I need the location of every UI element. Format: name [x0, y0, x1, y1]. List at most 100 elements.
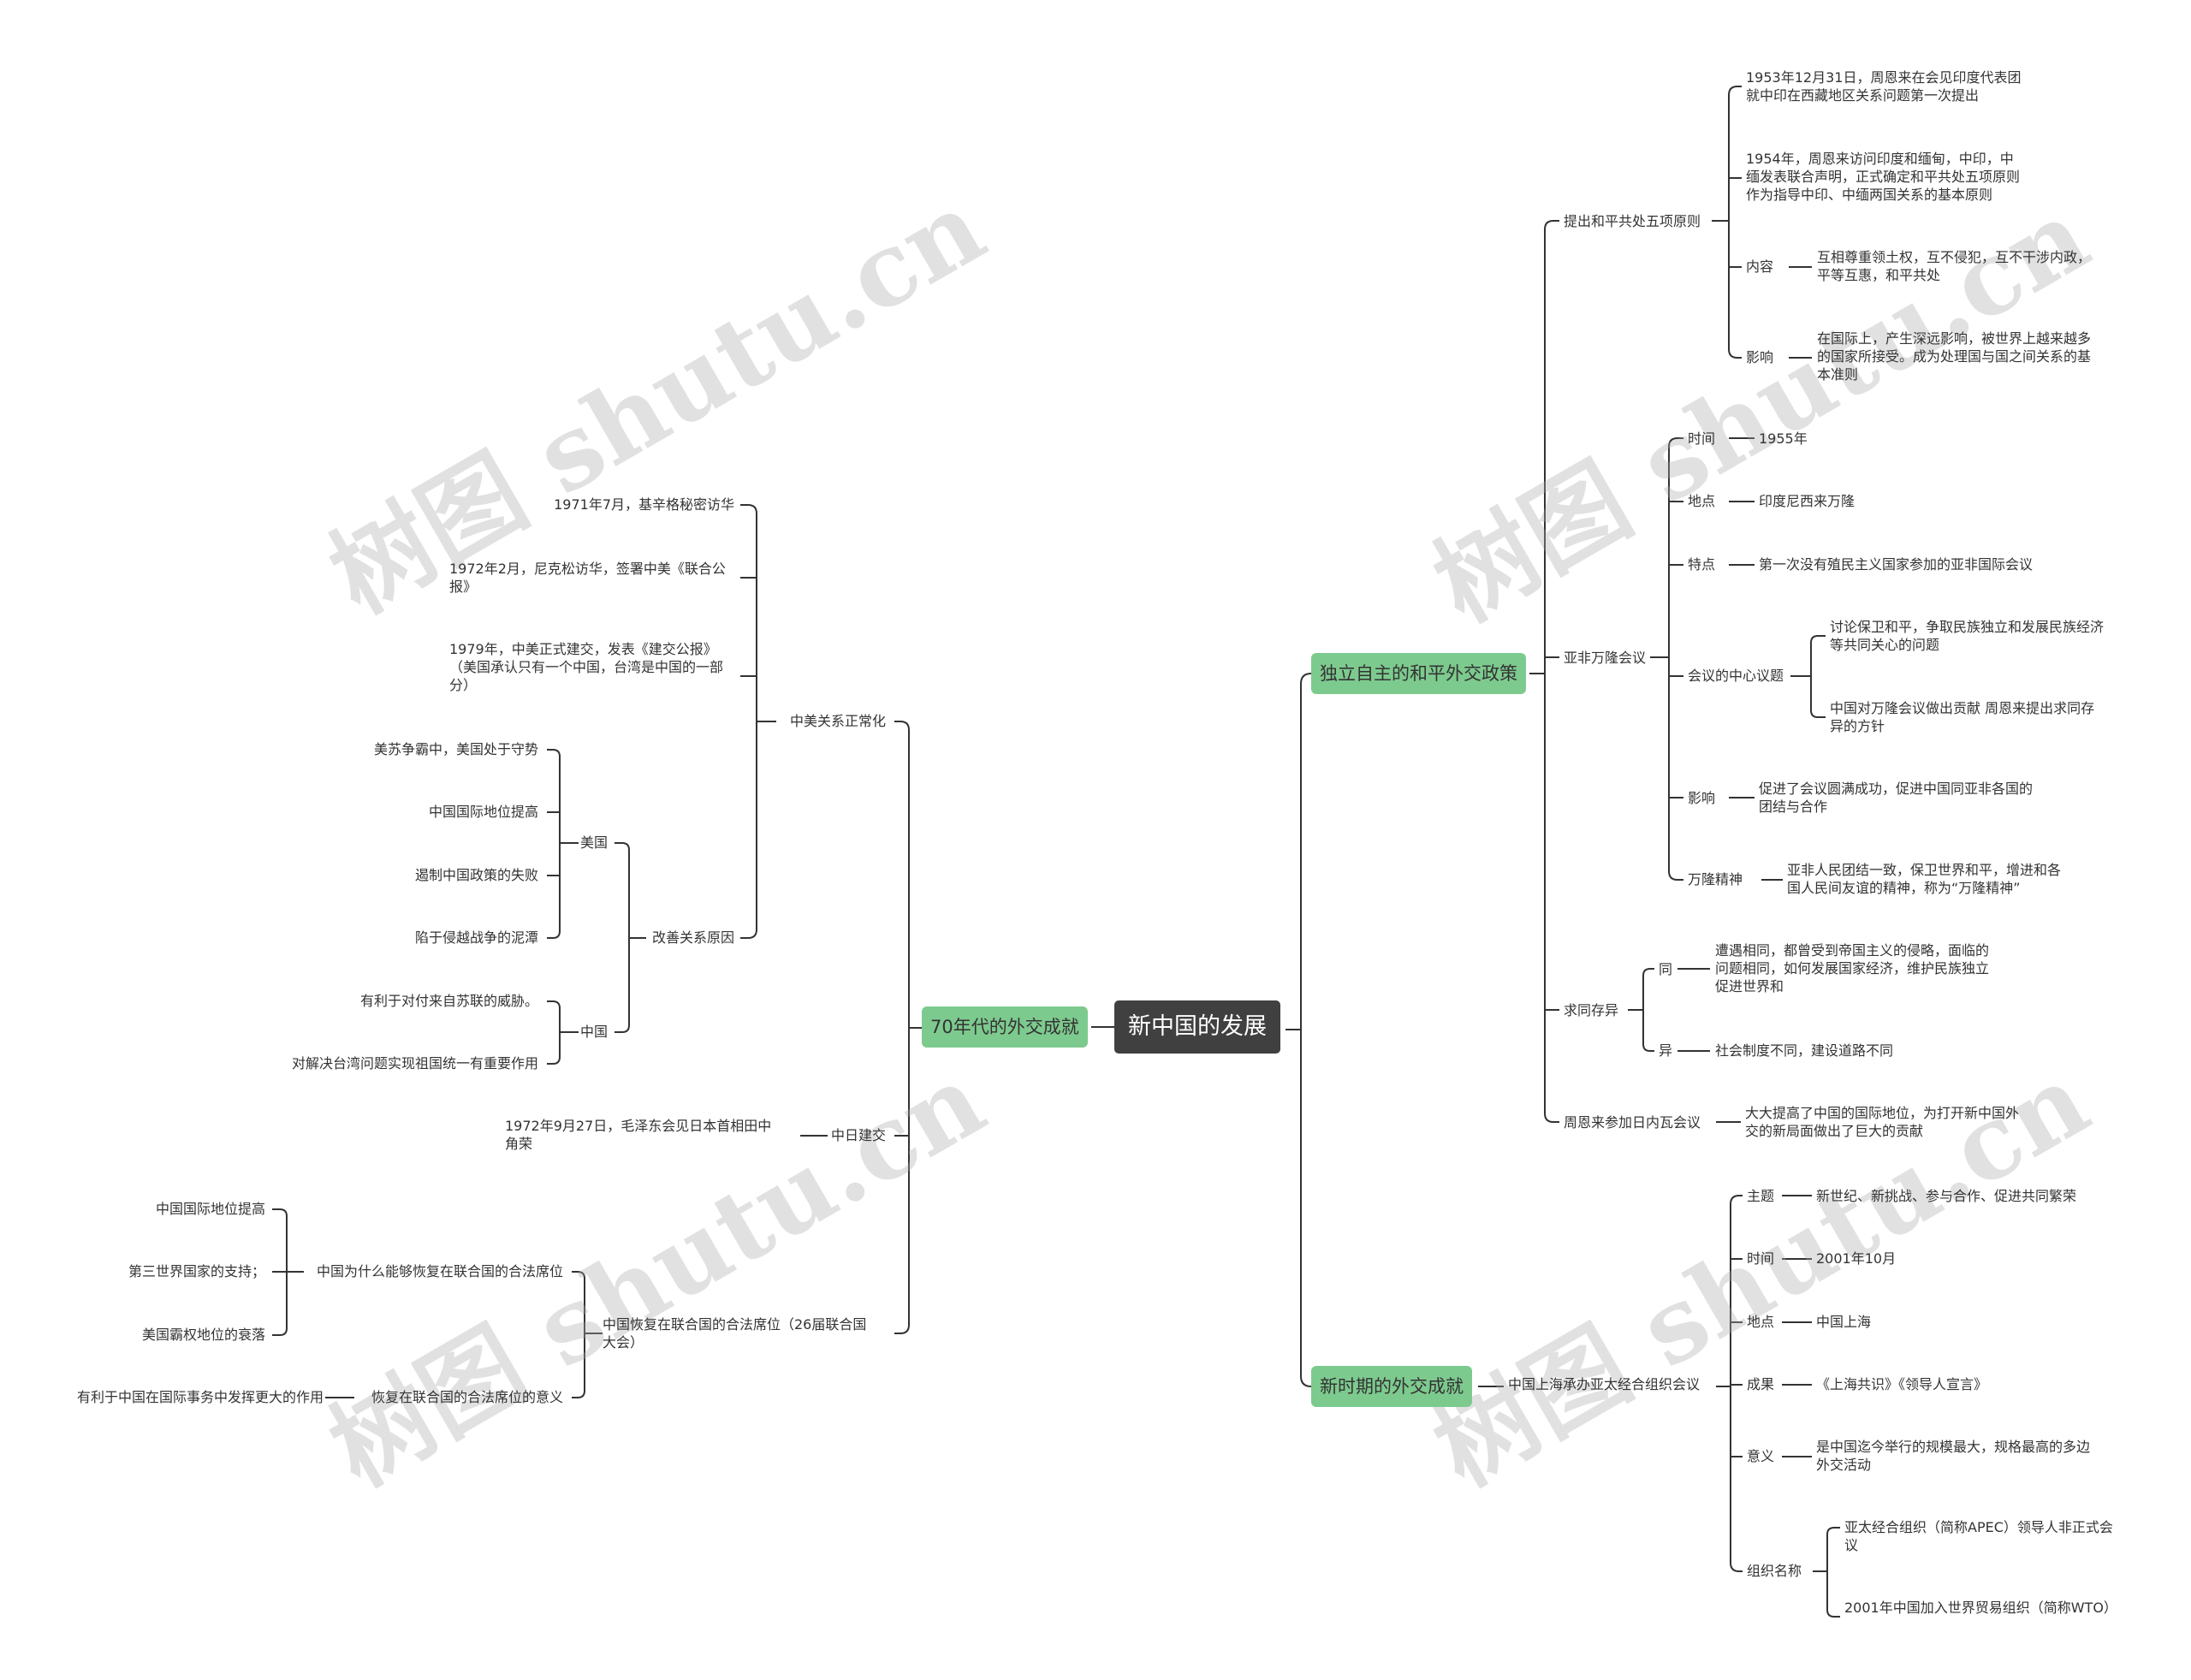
connector-line: [894, 1324, 910, 1334]
connector-line: [547, 1056, 561, 1065]
connector-line: [615, 842, 630, 851]
node-1979[interactable]: 1979年，中美正式建交，发表《建交公报》 （美国承认只有一个中国，台湾是中国的…: [449, 641, 724, 693]
node-un-why[interactable]: 中国为什么能够恢复在联合国的合法席位: [316, 1263, 563, 1279]
connector-line: [1728, 348, 1742, 359]
node-un-why-3[interactable]: 美国霸权地位的衰落: [141, 1327, 265, 1343]
node-apec-place-label[interactable]: 地点: [1747, 1314, 1775, 1330]
node-usa-1[interactable]: 美苏争霸中，美国处于守势: [373, 741, 538, 757]
node-bandung-influence-label[interactable]: 影响: [1688, 790, 1716, 806]
connector-line: [1642, 968, 1654, 977]
node-apec-meaning[interactable]: 是中国迄今举行的规模最大，规格最高的多边 外交活动: [1816, 1439, 2091, 1473]
node-bandung-spirit-label[interactable]: 万隆精神: [1688, 871, 1743, 887]
connector-line: [1668, 437, 1683, 448]
node-1971[interactable]: 1971年7月，基辛格秘密访华: [554, 496, 734, 513]
node-bandung-influence[interactable]: 促进了会议圆满成功，促进中国同亚非各国的 团结与合作: [1759, 781, 2034, 815]
connector-line: [547, 1000, 561, 1009]
node-seek-common[interactable]: 求同存异: [1564, 1002, 1619, 1018]
node-1953[interactable]: 1953年12月31日，周恩来在会见印度代表团 就中印在西藏地区关系问题第一次提…: [1746, 69, 2022, 104]
node-usa-4[interactable]: 陷于侵越战争的泥潭: [414, 929, 538, 946]
connector-line: [572, 1271, 585, 1279]
node-un-meaning[interactable]: 恢复在联合国的合法席位的意义: [371, 1389, 563, 1405]
root-topic[interactable]: 新中国的发展: [1114, 1000, 1280, 1054]
connector-line: [615, 1024, 630, 1033]
node-apec-org-1[interactable]: 亚太经合组织（简称APEC）领导人非正式会 议: [1844, 1519, 2113, 1553]
node-bandung-topic-2[interactable]: 中国对万隆会议做出贡献 周恩来提出求同存 异的方针: [1830, 700, 2095, 734]
connector-line: [1642, 1043, 1654, 1052]
node-bandung-topic-1[interactable]: 讨论保卫和平，争取民族独立和发展民族经济 等共同关心的问题: [1830, 619, 2105, 653]
node-bandung-spirit[interactable]: 亚非人民团结一致，保卫世界和平，增进和各 国人民间友谊的精神，称为“万隆精神”: [1787, 862, 2062, 896]
node-bandung-feature[interactable]: 第一次没有殖民主义国家参加的亚非国际会议: [1759, 556, 2034, 573]
node-bandung-time-label[interactable]: 时间: [1688, 430, 1716, 447]
node-diff-label[interactable]: 异: [1659, 1042, 1673, 1059]
connector-line: [894, 721, 910, 731]
node-china-2[interactable]: 对解决台湾问题实现祖国统一有重要作用: [291, 1055, 538, 1072]
connector-line: [1810, 635, 1826, 644]
node-influence-label[interactable]: 影响: [1746, 349, 1774, 365]
node-sino-us[interactable]: 中美关系正常化: [789, 713, 886, 729]
node-geneva[interactable]: 周恩来参加日内瓦会议: [1564, 1114, 1701, 1131]
node-bandung-place-label[interactable]: 地点: [1688, 493, 1716, 509]
node-apec-theme[interactable]: 新世纪、新挑战、参与合作、促进共同繁荣: [1816, 1188, 2077, 1204]
node-five-principles[interactable]: 提出和平共处五项原则: [1564, 213, 1701, 229]
node-bandung-feature-label[interactable]: 特点: [1688, 556, 1716, 573]
node-content[interactable]: 互相尊重领土权，互不侵犯，互不干涉内政， 平等互惠，和平共处: [1817, 249, 2092, 283]
node-bandung-topic-label[interactable]: 会议的中心议题: [1688, 668, 1784, 684]
connector-line: [272, 1208, 288, 1217]
node-apec-meaning-label[interactable]: 意义: [1747, 1448, 1775, 1464]
node-sino-japan[interactable]: 中日建交: [830, 1127, 886, 1143]
branch-new-era[interactable]: 新时期的外交成就: [1311, 1366, 1472, 1407]
node-apec-time-label[interactable]: 时间: [1747, 1250, 1775, 1267]
connector-line: [547, 749, 561, 757]
node-apec-result[interactable]: 《上海共识》《领导人宣言》: [1816, 1376, 1988, 1392]
node-apec-org-label[interactable]: 组织名称: [1747, 1563, 1802, 1579]
node-1954[interactable]: 1954年，周恩来访问印度和缅甸，中印，中 缅发表联合声明，正式确定和平共处五项…: [1746, 151, 2021, 203]
node-un-meaning-text[interactable]: 有利于中国在国际事务中发挥更大的作用: [76, 1389, 324, 1405]
node-diff[interactable]: 社会制度不同，建设道路不同: [1715, 1042, 1894, 1059]
connector-line: [572, 1390, 585, 1398]
node-apec-time[interactable]: 2001年10月: [1816, 1250, 1897, 1267]
node-geneva-text[interactable]: 大大提高了中国的国际地位，为打开新中国外 交的新局面做出了巨大的贡献: [1745, 1105, 2020, 1139]
node-bandung-time[interactable]: 1955年: [1759, 430, 1808, 447]
connector-line: [1730, 1195, 1743, 1205]
node-apec-theme-label[interactable]: 主题: [1747, 1188, 1775, 1204]
node-usa-3[interactable]: 遏制中国政策的失败: [414, 867, 538, 883]
node-bandung[interactable]: 亚非万隆会议: [1564, 650, 1647, 666]
node-un-why-1[interactable]: 中国国际地位提高: [155, 1201, 265, 1217]
connector-line: [1730, 1562, 1743, 1572]
connector-line: [1810, 709, 1826, 718]
connector-line: [547, 930, 561, 939]
connector-line: [1826, 1609, 1840, 1618]
node-usa-2[interactable]: 中国国际地位提高: [428, 804, 538, 820]
connector-line: [1668, 870, 1683, 881]
node-apec-place[interactable]: 中国上海: [1816, 1314, 1872, 1330]
node-apec-org-2[interactable]: 2001年中国加入世界贸易组织（简称WTO）: [1844, 1600, 2117, 1616]
node-apec-result-label[interactable]: 成果: [1747, 1376, 1775, 1392]
connector-line: [1544, 1113, 1559, 1123]
node-content-label[interactable]: 内容: [1746, 258, 1774, 275]
node-apec[interactable]: 中国上海承办亚太经合组织会议: [1508, 1376, 1701, 1392]
connector-line: [740, 929, 757, 939]
connector-line: [1300, 673, 1312, 685]
node-usa-label[interactable]: 美国: [579, 834, 608, 851]
connector-line: [1300, 1375, 1312, 1387]
node-un-why-2[interactable]: 第三世界国家的支持；: [128, 1263, 265, 1279]
connector-line: [1826, 1527, 1840, 1535]
node-china-1[interactable]: 有利于对付来自苏联的威胁。: [359, 993, 538, 1009]
connector-line: [272, 1327, 288, 1336]
node-reasons[interactable]: 改善关系原因: [651, 929, 734, 946]
branch-independent-policy[interactable]: 独立自主的和平外交政策: [1311, 653, 1526, 694]
connector-line: [740, 504, 757, 514]
node-same-label[interactable]: 同: [1659, 961, 1673, 977]
node-1972-nixon[interactable]: 1972年2月，尼克松访华，签署中美《联合公 报》: [449, 561, 726, 595]
node-china-label[interactable]: 中国: [579, 1024, 608, 1040]
node-un[interactable]: 中国恢复在联合国的合法席位（26届联合国 大会）: [603, 1316, 867, 1351]
branch-seventies[interactable]: 70年代的外交成就: [922, 1006, 1088, 1048]
node-influence[interactable]: 在国际上，产生深远影响，被世界上越来越多 的国家所接受。成为处理国与国之间关系的…: [1817, 330, 2092, 383]
connector-line: [1544, 220, 1559, 230]
node-sino-japan-text[interactable]: 1972年9月27日，毛泽东会见日本首相田中 角荣: [505, 1118, 772, 1152]
connector-line: [1728, 86, 1742, 96]
node-bandung-place[interactable]: 印度尼西来万隆: [1759, 493, 1856, 509]
node-same[interactable]: 遭遇相同，都曾受到帝国主义的侵略，面临的 问题相同，如何发展国家经济，维护民族独…: [1715, 942, 1990, 994]
